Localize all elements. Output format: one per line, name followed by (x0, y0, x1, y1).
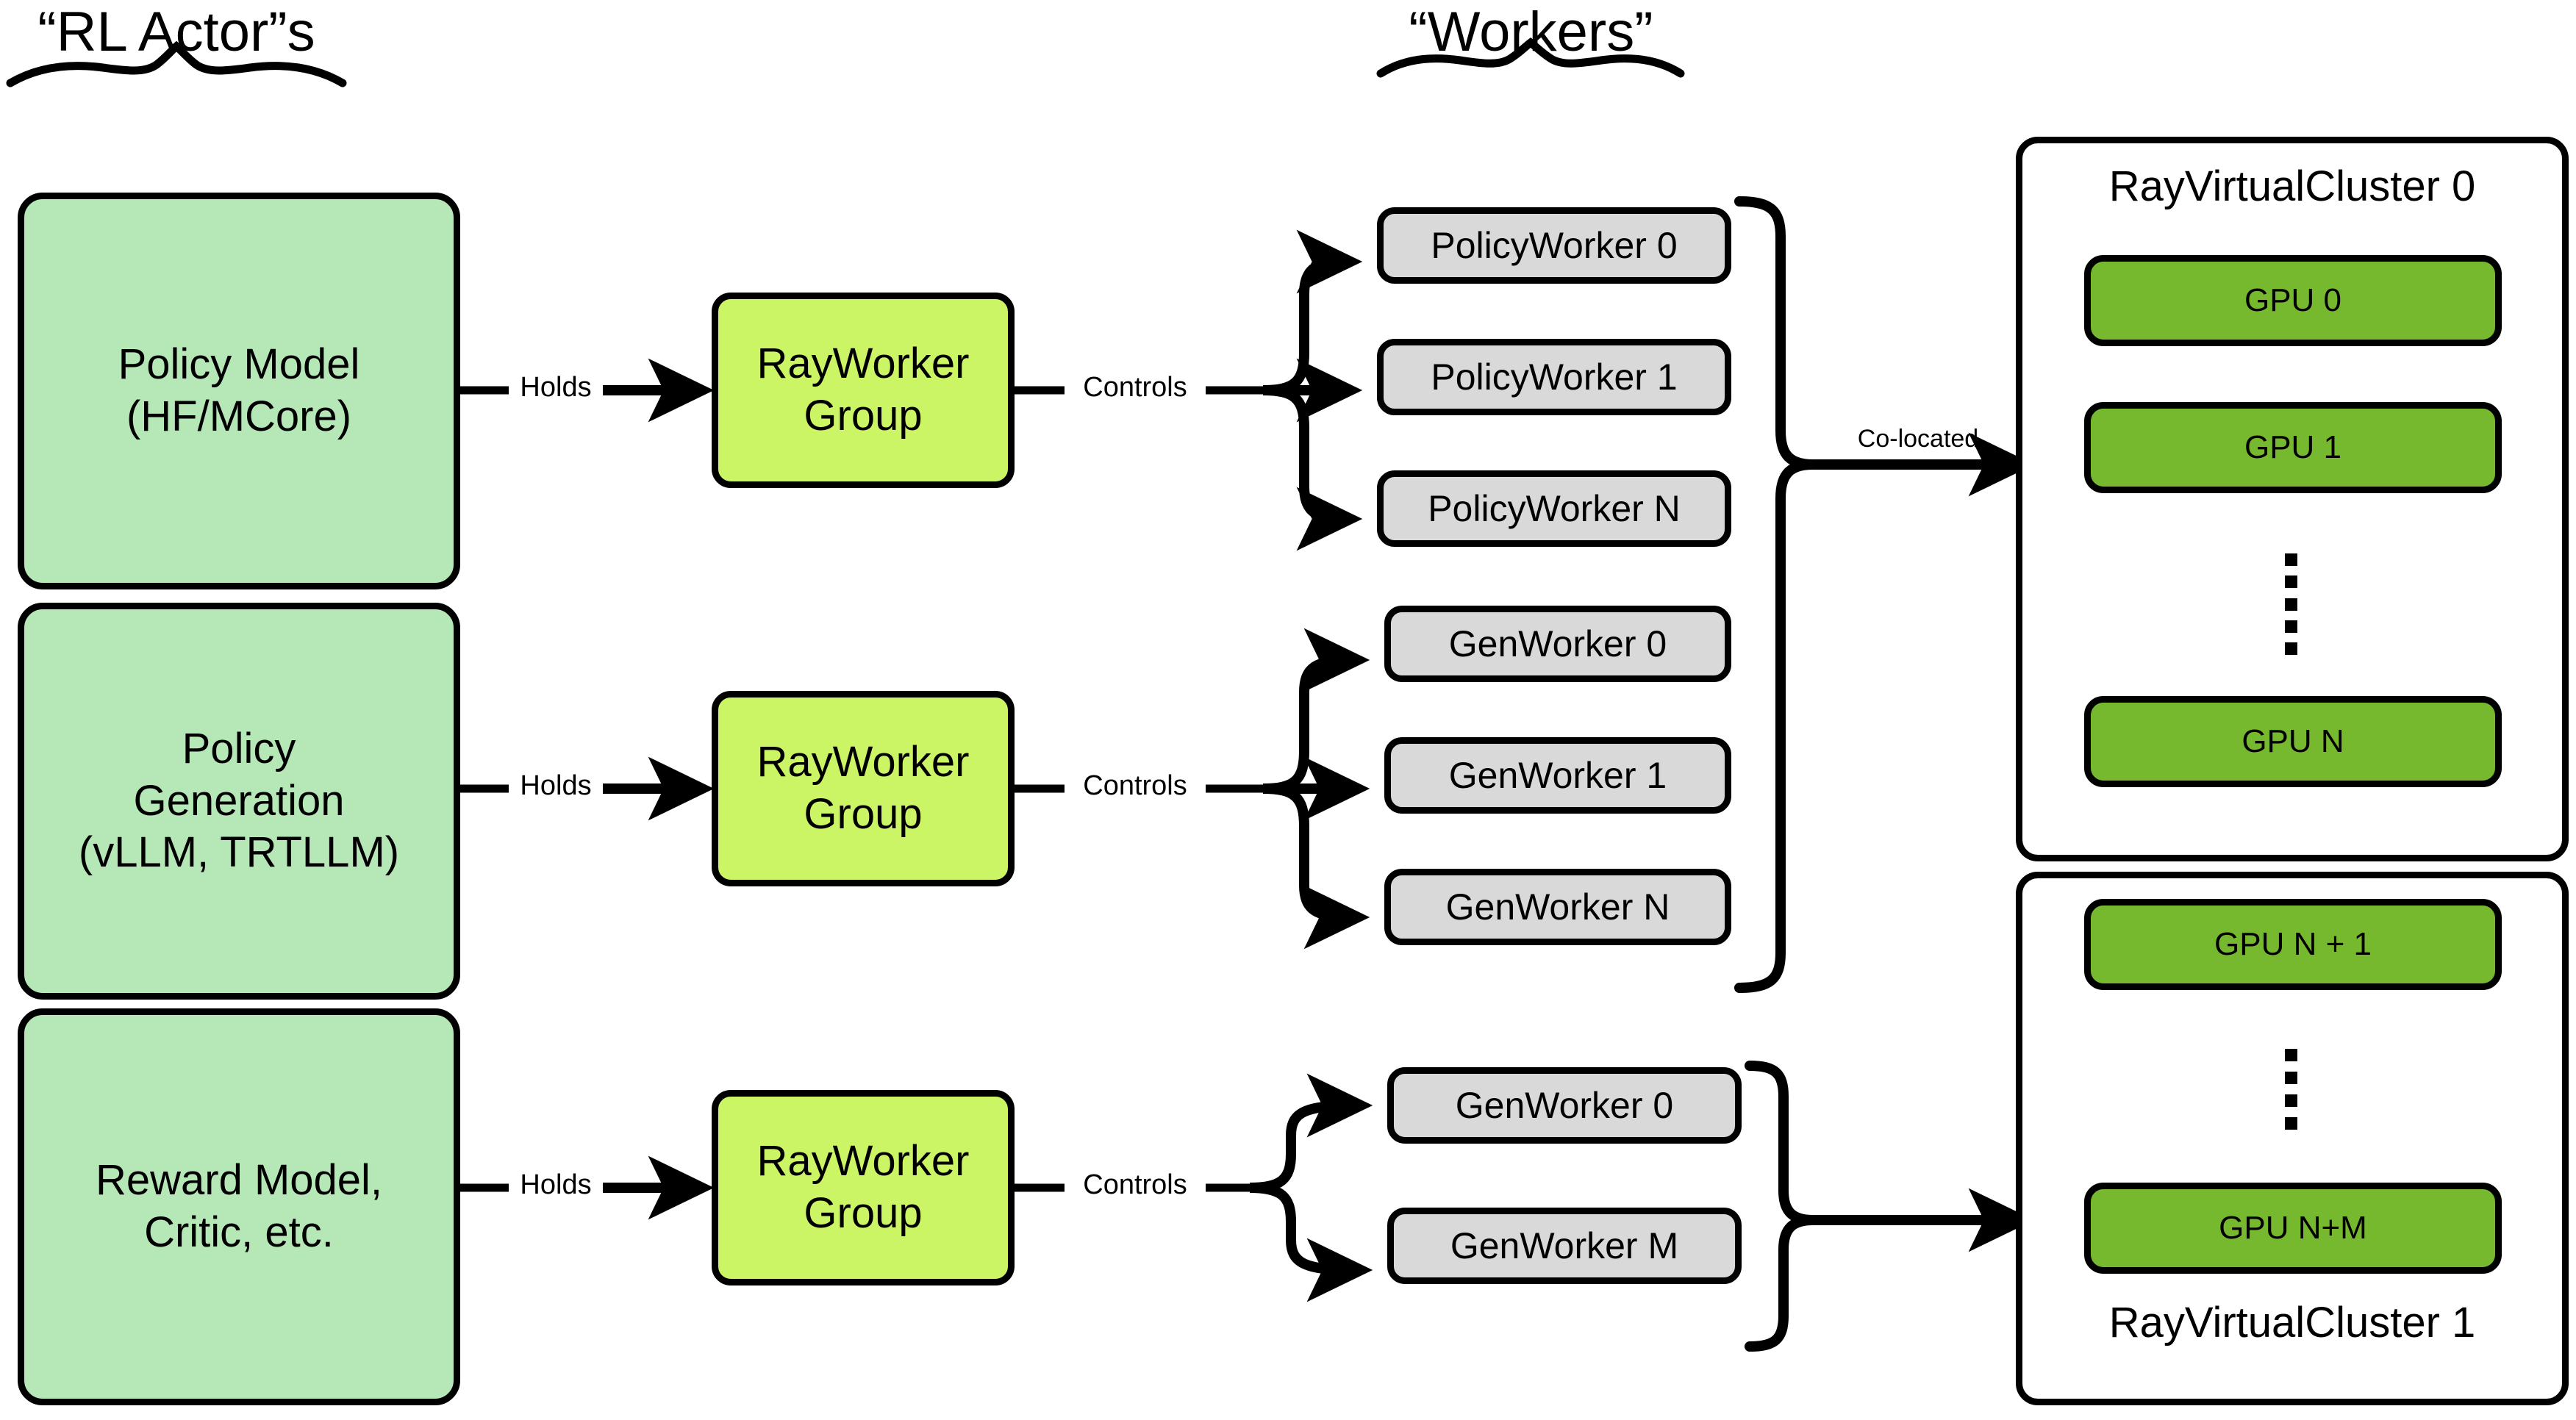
actor-box-reward-model[interactable]: Reward Model, Critic, etc. (18, 1008, 460, 1405)
rwg-line: Group (804, 1189, 923, 1237)
gpu-box-1[interactable]: GPU 1 (2084, 402, 2502, 493)
section-title-workers: “Workers” (1409, 1, 1653, 63)
gpu-box-n[interactable]: GPU N (2084, 696, 2502, 787)
fanout-3-bottom (1249, 1183, 1373, 1302)
worker-box-genworker-n[interactable]: GenWorker N (1384, 869, 1731, 945)
rwg-line: Group (804, 790, 923, 838)
actor-line: Critic, etc. (144, 1208, 334, 1256)
gpu-box-n-plus-1[interactable]: GPU N + 1 (2084, 899, 2502, 990)
actor-line: Generation (133, 776, 345, 825)
cluster-box-ray-virtual-cluster-1[interactable]: GPU N + 1 GPU N+M RayVirtualCluster 1 (2016, 872, 2569, 1405)
worker-box-policyworker-1[interactable]: PolicyWorker 1 (1377, 339, 1731, 415)
rwg-line: RayWorker (756, 340, 970, 388)
vertical-ellipsis-icon-cluster-0 (2284, 553, 2297, 655)
rayworkergroup-box-policy[interactable]: RayWorker Group (712, 293, 1015, 488)
gpu-box-0[interactable]: GPU 0 (2084, 255, 2502, 346)
bracket-colocated-group-0 (1734, 196, 1818, 993)
gpu-box-n-plus-m[interactable]: GPU N+M (2084, 1183, 2502, 1274)
worker-box-genworker-0[interactable]: GenWorker 0 (1384, 606, 1731, 682)
worker-box-reward-genworker-0[interactable]: GenWorker 0 (1387, 1067, 1742, 1144)
fanout-2-bottom (1262, 783, 1370, 950)
edge-label-holds-1: Holds (520, 372, 592, 403)
edge-label-holds-2: Holds (520, 770, 592, 801)
worker-box-policyworker-0[interactable]: PolicyWorker 0 (1377, 207, 1731, 284)
edge-label-holds-3: Holds (520, 1169, 592, 1200)
cluster-box-ray-virtual-cluster-0[interactable]: RayVirtualCluster 0 GPU 0 GPU 1 GPU N (2016, 137, 2569, 861)
section-title-rl-actors: “RL Actor”s (37, 1, 315, 63)
rayworkergroup-box-reward[interactable]: RayWorker Group (712, 1090, 1015, 1285)
worker-box-genworker-1[interactable]: GenWorker 1 (1384, 737, 1731, 814)
actor-box-policy-generation[interactable]: Policy Generation (vLLM, TRTLLM) (18, 603, 460, 1000)
fanout-1-bottom (1262, 385, 1363, 551)
actor-line: Reward Model, (95, 1156, 383, 1205)
rwg-line: RayWorker (756, 738, 970, 786)
edge-label-controls-3: Controls (1083, 1169, 1187, 1200)
edge-label-controls-1: Controls (1083, 372, 1187, 403)
worker-box-reward-genworker-m[interactable]: GenWorker M (1387, 1208, 1742, 1284)
rwg-line: Group (804, 392, 923, 440)
cluster-title-1: RayVirtualCluster 1 (2108, 1299, 2476, 1347)
rayworkergroup-box-generation[interactable]: RayWorker Group (712, 691, 1015, 886)
fanout-2-top (1262, 628, 1370, 794)
worker-box-policyworker-n[interactable]: PolicyWorker N (1377, 470, 1731, 547)
fanout-1-top (1262, 229, 1363, 395)
cluster-title-0: RayVirtualCluster 0 (2108, 162, 2476, 210)
actor-line: Policy Model (118, 340, 360, 389)
actor-line: (vLLM, TRTLLM) (78, 828, 400, 877)
fanout-3-top (1249, 1073, 1373, 1193)
vertical-ellipsis-icon-cluster-1 (2284, 1049, 2297, 1130)
edge-label-controls-2: Controls (1083, 770, 1187, 801)
actor-box-policy-model[interactable]: Policy Model (HF/MCore) (18, 193, 460, 589)
rwg-line: RayWorker (756, 1137, 970, 1186)
actor-line: (HF/MCore) (126, 392, 352, 440)
bracket-group-1 (1745, 1061, 1818, 1352)
edge-label-co-located: Co-located (1857, 425, 1979, 453)
actor-line: Policy (182, 724, 296, 772)
